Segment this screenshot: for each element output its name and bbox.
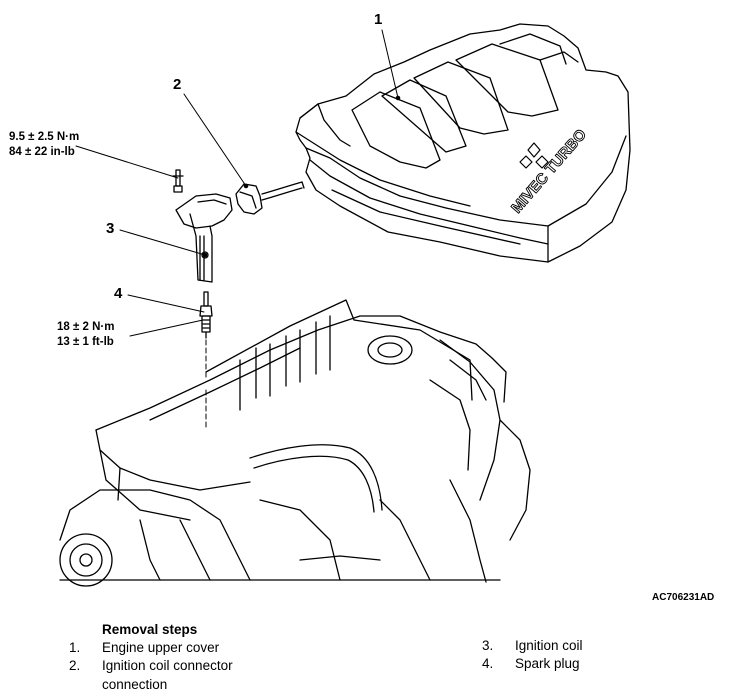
- callout-4: 4: [114, 285, 123, 302]
- step-2-number: 2.: [69, 658, 81, 673]
- torque-coil-metric: 9.5 ± 2.5 N·m: [9, 131, 80, 143]
- engine-assembly: [59, 299, 531, 587]
- ignition-coil: [172, 169, 233, 283]
- spark-plug: [199, 291, 213, 339]
- step-1-number: 1.: [69, 640, 81, 655]
- step-3-text: Ignition coil: [515, 638, 583, 653]
- engine-upper-cover: [295, 23, 631, 263]
- leader-lines: [75, 29, 401, 337]
- callout-1: 1: [374, 11, 383, 28]
- torque-coil-imperial: 84 ± 22 in-lb: [9, 146, 75, 158]
- callout-2: 2: [173, 76, 182, 93]
- step-2-text: Ignition coil connector: [102, 658, 233, 673]
- mitsubishi-logo-icon: [519, 142, 549, 169]
- step-4-number: 4.: [482, 656, 494, 671]
- step-2-continued-text: connection: [102, 677, 168, 692]
- torque-plug-imperial: 13 ± 1 ft-lb: [57, 336, 114, 348]
- torque-coil-bolt: 9.5 ± 2.5 N·m 84 ± 22 in-lb: [9, 130, 79, 160]
- cover-brand-text: MIVEC TURBO: [508, 126, 590, 217]
- step-4-text: Spark plug: [515, 656, 580, 671]
- callout-3: 3: [106, 220, 115, 237]
- step-3-number: 3.: [482, 638, 494, 653]
- torque-spark-plug: 18 ± 2 N·m 13 ± 1 ft-lb: [57, 320, 114, 350]
- torque-plug-metric: 18 ± 2 N·m: [57, 321, 115, 333]
- step-1-text: Engine upper cover: [102, 640, 220, 655]
- removal-steps-title: Removal steps: [102, 622, 198, 637]
- ignition-coil-connector: [235, 181, 305, 215]
- figure-code: AC706231AD: [652, 592, 715, 603]
